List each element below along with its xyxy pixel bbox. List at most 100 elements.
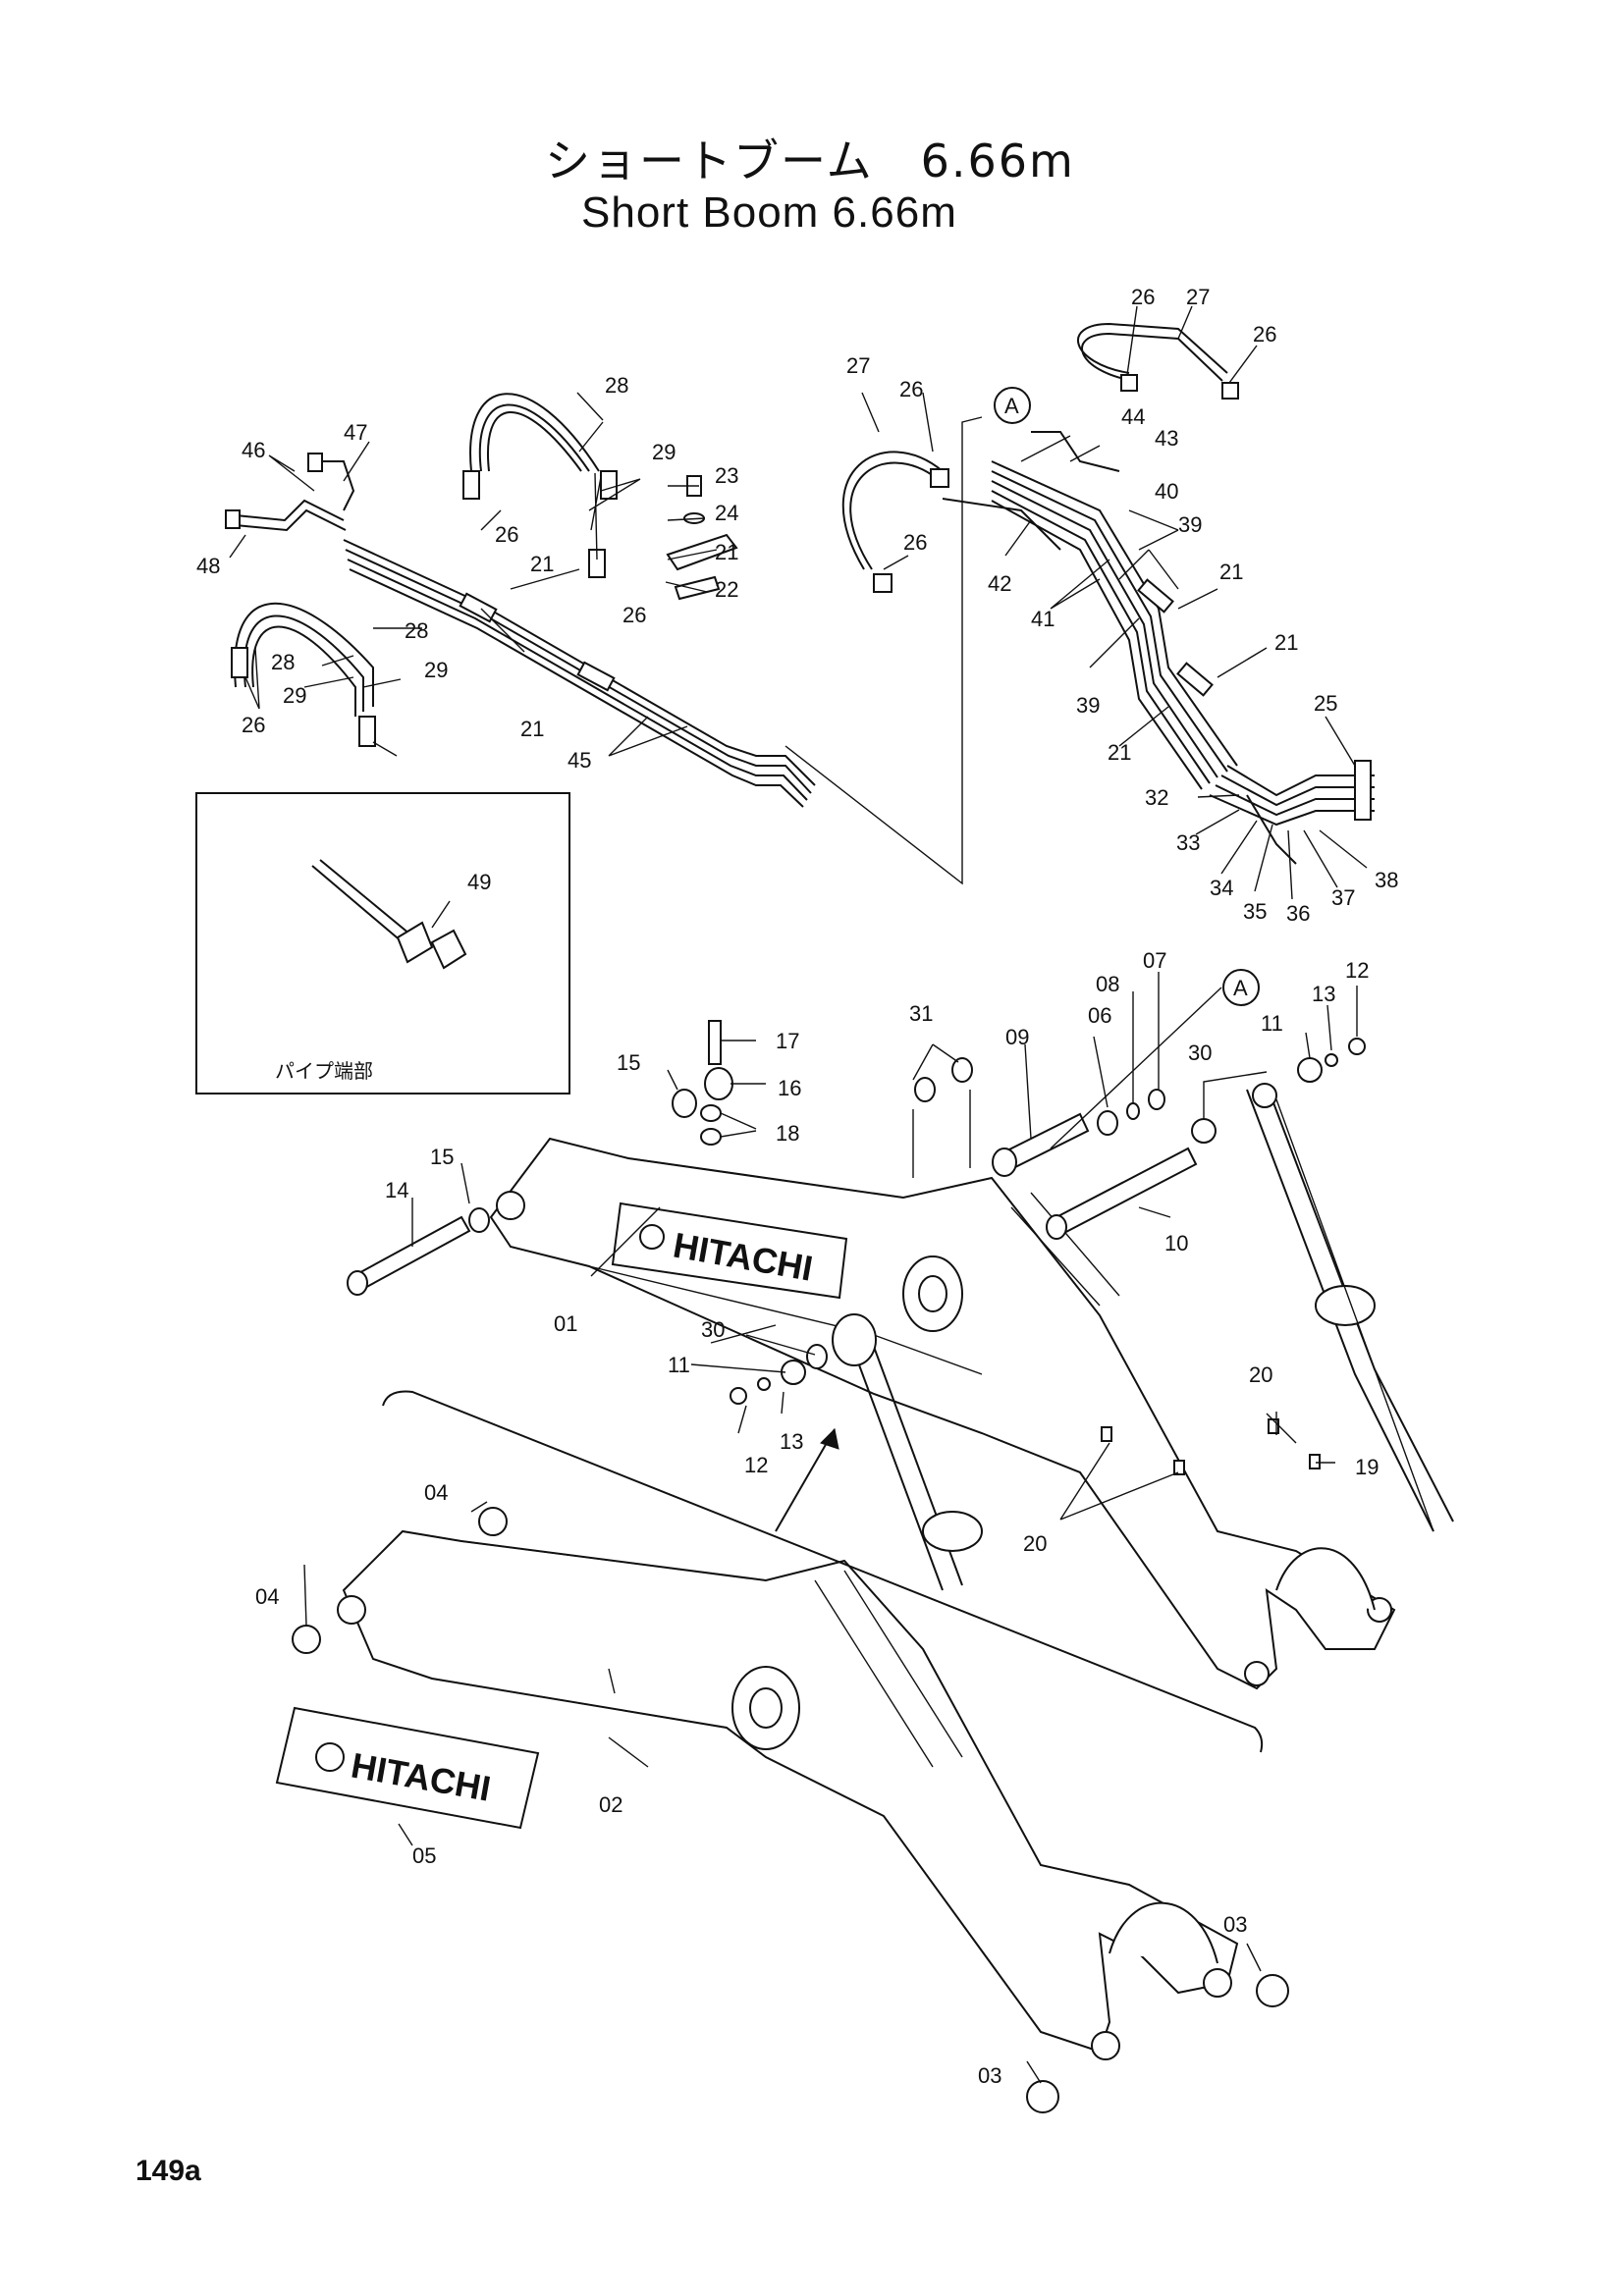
- label-20b: 20: [1023, 1531, 1047, 1556]
- label-26e: 26: [495, 522, 518, 547]
- label-08: 08: [1096, 972, 1119, 996]
- washer-30d: [806, 1344, 828, 1369]
- label-21a: 21: [530, 552, 554, 576]
- bushing-04b: [478, 1507, 508, 1536]
- pipe-end-inset: パイプ端部: [195, 792, 570, 1095]
- label-35: 35: [1243, 899, 1267, 924]
- label-36: 36: [1286, 901, 1310, 926]
- label-10: 10: [1164, 1231, 1188, 1255]
- label-21b: 21: [715, 540, 738, 564]
- label-37: 37: [1331, 885, 1355, 910]
- pipe-end-fittings-46-48: [225, 453, 355, 532]
- page-title-en: Short Boom 6.66m: [581, 188, 957, 237]
- label-31: 31: [909, 1001, 933, 1026]
- bolt-17: [708, 1020, 722, 1065]
- leader-lines: [229, 305, 1368, 2084]
- label-27b: 27: [846, 353, 870, 378]
- label-15a: 15: [430, 1145, 454, 1169]
- grease-fitting-20c: [1173, 1460, 1185, 1475]
- bolt-12a: [1348, 1038, 1366, 1055]
- hose-27-top: [1077, 322, 1239, 400]
- grease-fitting-20b: [1101, 1426, 1112, 1442]
- label-14: 14: [385, 1178, 408, 1202]
- label-26b: 26: [1253, 322, 1276, 347]
- label-32: 32: [1145, 785, 1168, 810]
- fittings-32-38: [1209, 760, 1375, 865]
- callout-a-mid: A: [1222, 969, 1260, 1006]
- part-labels: 01 02 03 03 04 04 05 06 07 08 09 10 11 1…: [196, 285, 1398, 2088]
- label-21c: 21: [520, 717, 544, 741]
- label-26g: 26: [242, 713, 265, 737]
- brand-plate-boom-01: HITACHI: [611, 1201, 848, 1300]
- boom-cylinder-left: [843, 1319, 983, 1591]
- label-46: 46: [242, 438, 265, 462]
- label-25: 25: [1314, 691, 1337, 716]
- label-06: 06: [1088, 1003, 1111, 1028]
- label-03a: 03: [1223, 1912, 1247, 1937]
- label-48: 48: [196, 554, 220, 578]
- label-34: 34: [1210, 876, 1233, 900]
- inset-label: パイプ端部: [275, 1059, 373, 1083]
- separator-curve: [382, 1390, 1264, 1753]
- washer-30a: [1191, 1118, 1217, 1144]
- label-39a: 39: [1178, 512, 1202, 537]
- label-27a: 27: [1186, 285, 1210, 309]
- hose-27-middle: [841, 451, 949, 593]
- grease-fitting-19: [1309, 1454, 1321, 1469]
- label-29a: 29: [652, 440, 676, 464]
- hose-28-29-lower: [231, 603, 376, 747]
- label-28c: 28: [271, 650, 295, 674]
- label-26a: 26: [1131, 285, 1155, 309]
- label-45: 45: [568, 748, 591, 773]
- label-44: 44: [1121, 404, 1145, 429]
- pipe-bundle-45: [343, 539, 816, 808]
- callout-a-top: A: [994, 387, 1031, 424]
- page-title-jp: ショートブーム 6.66m: [545, 134, 1075, 187]
- label-42: 42: [988, 571, 1011, 596]
- hose-28-29-upper: [462, 393, 618, 578]
- label-29c: 29: [283, 683, 306, 708]
- label-26d: 26: [903, 530, 927, 555]
- bushing-04a: [292, 1625, 321, 1654]
- label-12a: 12: [1345, 958, 1369, 983]
- label-38: 38: [1375, 868, 1398, 892]
- label-09: 09: [1005, 1025, 1029, 1049]
- label-17: 17: [776, 1029, 799, 1053]
- label-04a: 04: [424, 1480, 448, 1505]
- label-23: 23: [715, 463, 738, 488]
- label-21d: 21: [1219, 560, 1243, 584]
- washer-06: [1097, 1110, 1118, 1136]
- label-04b: 04: [255, 1584, 279, 1609]
- label-40: 40: [1155, 479, 1178, 504]
- label-02: 02: [599, 1792, 622, 1817]
- label-12b: 12: [744, 1453, 768, 1477]
- boom-02: [292, 1507, 1289, 2113]
- label-19: 19: [1355, 1455, 1379, 1479]
- label-39b: 39: [1076, 693, 1100, 718]
- page-number: 149a: [135, 2155, 201, 2187]
- bushing-03a: [1026, 2080, 1059, 2113]
- shim-31a: [914, 1077, 936, 1102]
- label-20a: 20: [1249, 1362, 1272, 1387]
- label-26c: 26: [899, 377, 923, 401]
- washer-30b: [1252, 1083, 1277, 1108]
- label-28a: 28: [605, 373, 628, 398]
- boss-16: [704, 1067, 733, 1100]
- svg-text:A: A: [1004, 394, 1019, 418]
- label-01: 01: [554, 1311, 577, 1336]
- pipe-bundle-39-41: [942, 431, 1238, 790]
- bolt-12b: [730, 1387, 747, 1405]
- pin-10: [1046, 1147, 1198, 1240]
- label-05: 05: [412, 1843, 436, 1868]
- label-13a: 13: [1312, 982, 1335, 1006]
- pin-14: [347, 1215, 471, 1296]
- label-16: 16: [778, 1076, 801, 1100]
- label-13b: 13: [780, 1429, 803, 1454]
- label-11b: 11: [668, 1353, 690, 1377]
- label-15b: 15: [617, 1050, 640, 1075]
- label-26f: 26: [622, 603, 646, 627]
- brand-plate-05: HITACHI: [275, 1706, 540, 1830]
- plate-11a: [1297, 1057, 1323, 1083]
- label-07: 07: [1143, 948, 1166, 973]
